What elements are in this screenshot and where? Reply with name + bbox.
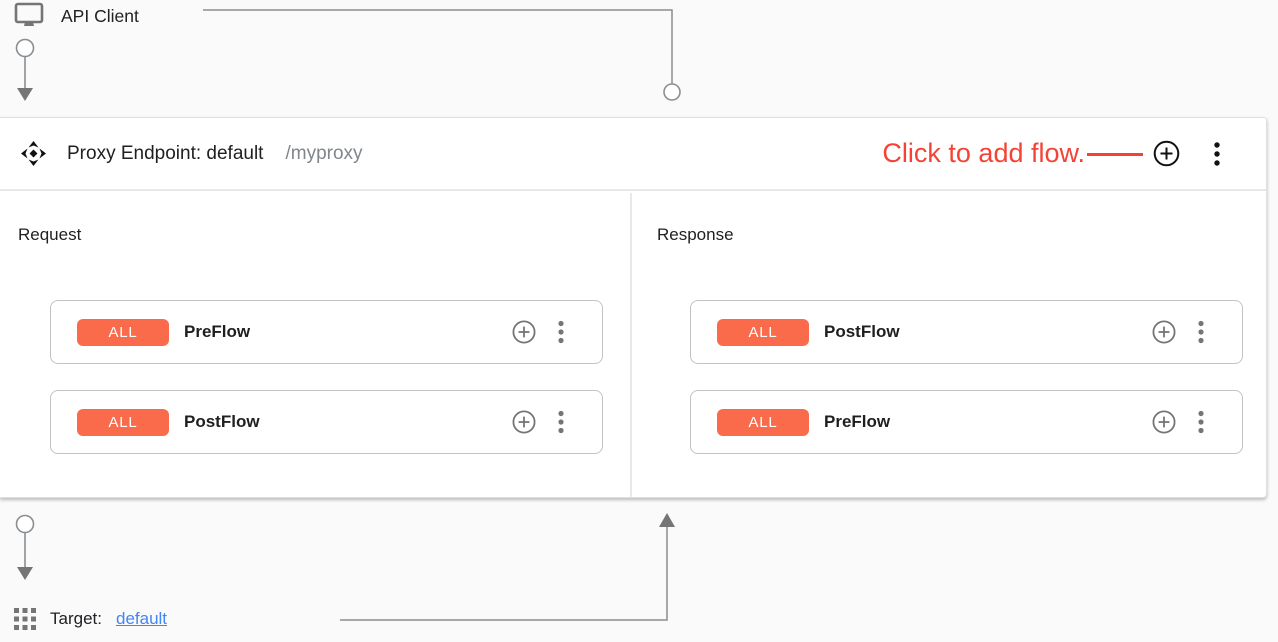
- flow-name: PreFlow: [824, 412, 891, 431]
- panel-divider: [630, 193, 632, 497]
- endpoint-basepath: /myproxy: [285, 142, 363, 164]
- condition-badge: ALL: [717, 408, 809, 436]
- flow-name: PreFlow: [184, 322, 251, 341]
- condition-badge: ALL: [77, 408, 169, 436]
- proxy-endpoint-header: Proxy Endpoint: default /myproxy Click t…: [0, 118, 1266, 191]
- add-policy-icon[interactable]: [512, 320, 536, 344]
- flow-menu-icon[interactable]: [1198, 410, 1204, 434]
- target-to-response-connector: [340, 513, 675, 621]
- add-flow-hint: Click to add flow.: [882, 138, 1085, 168]
- flow-name: PostFlow: [184, 412, 260, 431]
- endpoint-menu-icon[interactable]: [1214, 141, 1220, 167]
- flow-card-request-preflow[interactable]: ALL PreFlow: [50, 300, 603, 364]
- target-row: Target: default: [14, 608, 167, 630]
- hint-pointer-line: [1087, 153, 1143, 156]
- flow-name: PostFlow: [824, 322, 900, 341]
- api-client: API Client: [13, 2, 139, 30]
- flow-card-response-postflow[interactable]: ALL PostFlow: [690, 300, 1243, 364]
- endpoint-title: Proxy Endpoint: default: [67, 142, 264, 164]
- condition-badge: ALL: [77, 318, 169, 346]
- monitor-icon: [13, 2, 45, 30]
- flow-menu-icon[interactable]: [558, 410, 564, 434]
- add-policy-icon[interactable]: [1152, 410, 1176, 434]
- flow-menu-icon[interactable]: [558, 320, 564, 344]
- request-panel-label: Request: [18, 225, 82, 244]
- proxy-endpoint-card: Proxy Endpoint: default /myproxy Click t…: [0, 117, 1267, 498]
- proxy-to-target-connector: [15, 514, 35, 580]
- target-endpoint-link[interactable]: default: [115, 609, 168, 628]
- endpoint-panels: Request Response ALL PreFlow: [0, 193, 1266, 497]
- flow-card-response-preflow[interactable]: ALL PreFlow: [690, 390, 1243, 454]
- api-client-label: API Client: [61, 5, 139, 26]
- response-panel-label: Response: [657, 225, 734, 244]
- add-flow-icon[interactable]: [1153, 140, 1180, 167]
- condition-badge: ALL: [717, 318, 809, 346]
- target-label: Target:: [50, 609, 102, 628]
- client-down-connector: [15, 38, 35, 101]
- flow-card-request-postflow[interactable]: ALL PostFlow: [50, 390, 603, 454]
- add-policy-icon[interactable]: [512, 410, 536, 434]
- apps-grid-icon: [14, 608, 36, 630]
- client-to-proxy-connector: [203, 9, 681, 101]
- add-policy-icon[interactable]: [1152, 320, 1176, 344]
- flow-menu-icon[interactable]: [1198, 320, 1204, 344]
- endpoint-dpad-icon: [20, 140, 47, 167]
